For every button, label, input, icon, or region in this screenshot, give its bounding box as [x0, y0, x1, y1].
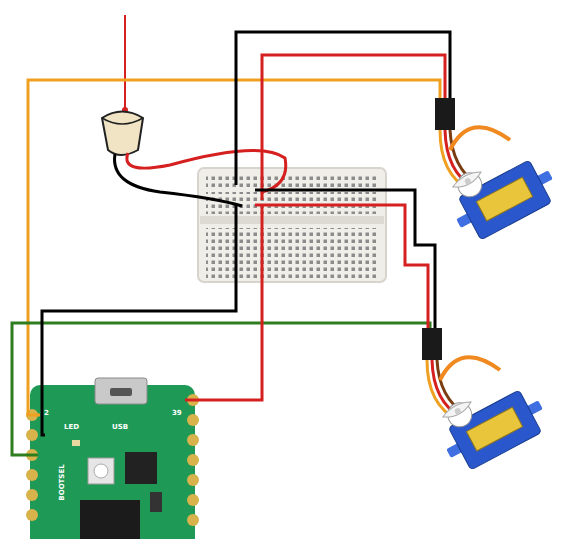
- wires: [12, 32, 450, 455]
- pin-number: 2: [44, 410, 49, 417]
- pin-number: 39: [172, 410, 182, 417]
- led-label: LED: [64, 424, 79, 431]
- capacitor-part: [102, 15, 286, 206]
- servo-motor: [435, 98, 562, 246]
- servo-motor: [422, 328, 552, 476]
- button-label: BOOTSEL: [58, 464, 65, 500]
- breadboard: [198, 168, 386, 282]
- usb-label: USB: [112, 424, 128, 431]
- microcontroller-board: [26, 378, 199, 539]
